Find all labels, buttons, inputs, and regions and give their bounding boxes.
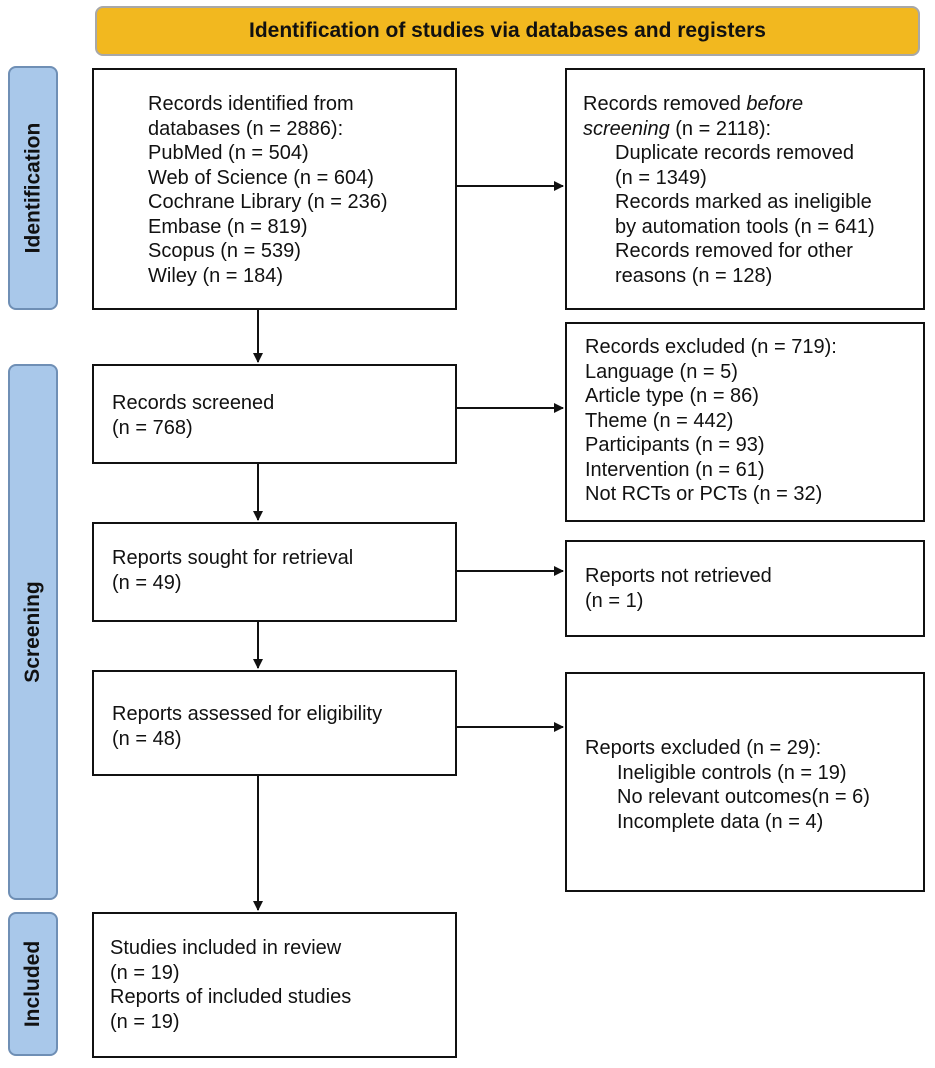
reports-excluded-box: Reports excluded (n = 29): Ineligible co…: [565, 672, 925, 892]
records-removed-item: Records removed for other: [615, 240, 853, 262]
records-removed-item: reasons (n = 128): [615, 264, 773, 287]
records-identified-line: Scopus (n = 539): [148, 240, 301, 262]
header-banner: Identification of studies via databases …: [95, 6, 920, 56]
records-identified-line: Embase (n = 819): [148, 215, 308, 238]
records-excluded-line: Article type (n = 86): [585, 385, 759, 407]
records-identified-line: Web of Science (n = 604): [148, 166, 374, 189]
records-removed-title-emphasis: screening: [583, 117, 670, 140]
records-excluded-line: Language (n = 5): [585, 360, 738, 383]
records-removed-item: Duplicate records removed: [615, 142, 854, 164]
phase-screening: Screening: [8, 364, 58, 900]
records-identified-line: Cochrane Library (n = 236): [148, 191, 388, 213]
records-removed-box: Records removed before screening (n = 21…: [565, 68, 925, 310]
records-removed-item: Records marked as ineligible: [615, 191, 872, 213]
records-removed-title-text: Records removed: [583, 93, 747, 115]
records-removed-title: Records removed before: [583, 92, 923, 117]
reports-not-retrieved-line: Reports not retrieved: [585, 565, 772, 587]
phase-identification: Identification: [8, 66, 58, 310]
records-excluded-line: Records excluded (n = 719):: [585, 336, 837, 358]
records-excluded-line: Participants (n = 93): [585, 434, 765, 456]
records-identified-line: Records identified from: [148, 93, 354, 115]
records-identified-line: databases (n = 2886):: [148, 117, 344, 140]
studies-included-line: (n = 19): [110, 961, 180, 984]
studies-included-line: (n = 19): [110, 1010, 180, 1033]
records-excluded-box: Records excluded (n = 719): Language (n …: [565, 322, 925, 522]
records-screened-line: (n = 768): [112, 416, 193, 439]
studies-included-line: Reports of included studies: [110, 986, 352, 1008]
records-removed-title-count: (n = 2118):: [669, 117, 772, 140]
reports-excluded-item: No relevant outcomes(n = 6): [617, 786, 870, 808]
records-identified-line: PubMed (n = 504): [148, 142, 309, 164]
records-identified-box: Records identified from databases (n = 2…: [92, 68, 457, 310]
records-removed-title-emphasis: before: [746, 93, 804, 115]
records-excluded-line: Not RCTs or PCTs (n = 32): [585, 483, 823, 505]
reports-excluded-title: Reports excluded (n = 29):: [585, 737, 822, 759]
header-title: Identification of studies via databases …: [249, 19, 766, 42]
records-identified-line: Wiley (n = 184): [148, 264, 284, 287]
records-removed-item: by automation tools (n = 641): [615, 215, 875, 238]
reports-sought-line: Reports sought for retrieval: [112, 547, 354, 569]
studies-included-box: Studies included in review (n = 19) Repo…: [92, 912, 457, 1058]
reports-assessed-line: (n = 48): [112, 727, 182, 750]
reports-assessed-line: Reports assessed for eligibility: [112, 703, 383, 725]
records-excluded-line: Theme (n = 442): [585, 409, 734, 432]
reports-sought-box: Reports sought for retrieval (n = 49): [92, 522, 457, 622]
records-removed-title-cont: screening (n = 2118):: [583, 117, 923, 142]
phase-included: Included: [8, 912, 58, 1056]
records-screened-box: Records screened (n = 768): [92, 364, 457, 464]
reports-excluded-item: Incomplete data (n = 4): [617, 810, 824, 833]
studies-included-line: Studies included in review: [110, 937, 342, 959]
records-screened-line: Records screened: [112, 392, 275, 414]
reports-sought-line: (n = 49): [112, 571, 182, 594]
records-removed-item: (n = 1349): [615, 166, 707, 189]
reports-not-retrieved-line: (n = 1): [585, 589, 644, 612]
reports-assessed-box: Reports assessed for eligibility (n = 48…: [92, 670, 457, 776]
records-excluded-line: Intervention (n = 61): [585, 458, 765, 481]
reports-not-retrieved-box: Reports not retrieved (n = 1): [565, 540, 925, 637]
reports-excluded-item: Ineligible controls (n = 19): [617, 761, 847, 784]
